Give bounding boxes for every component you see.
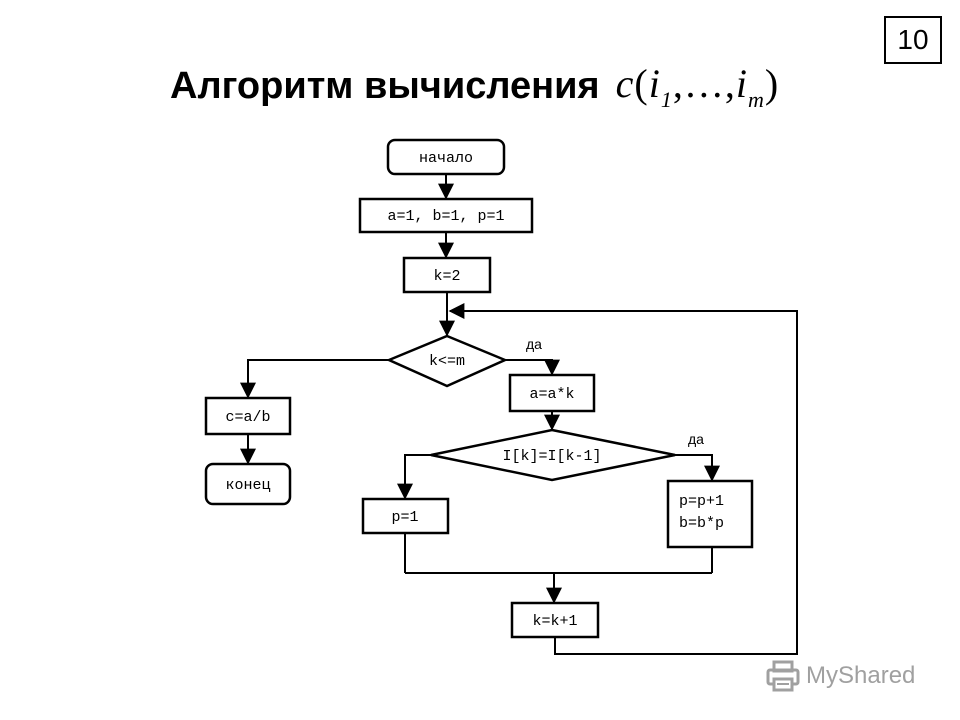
connector-compare-yes [675, 454, 720, 482]
formula-var2: i [735, 60, 748, 106]
k-init-block: k=2 [402, 256, 492, 294]
reset-p-label: p=1 [391, 509, 418, 526]
formula-var1: i [648, 60, 661, 106]
k-init-label: k=2 [433, 268, 460, 285]
init-block: a=1, b=1, p=1 [358, 197, 534, 234]
connector-loop-back [448, 303, 798, 655]
init-label: a=1, b=1, p=1 [387, 208, 504, 225]
result-label: c=a/b [225, 409, 270, 426]
mult-label: a=a*k [529, 386, 574, 403]
connector-loop-no [240, 359, 389, 399]
slide-title: Алгоритм вычисления c(i1,…,im) [170, 58, 779, 114]
result-block: c=a/b [204, 396, 292, 436]
update-p-label: p=p+1 [679, 493, 724, 510]
connector-loop-yes [505, 359, 560, 376]
update-b-label: b=b*p [679, 515, 724, 532]
loop-condition-label: k<=m [429, 353, 465, 370]
mult-block: a=a*k [508, 373, 596, 413]
connector-compare-no [397, 454, 431, 500]
watermark-text: MyShared [806, 662, 916, 689]
formula-sub2: m [747, 86, 765, 112]
formula-close: ) [764, 60, 780, 106]
title-formula: c(i1,…,im) [616, 60, 780, 113]
loop-condition-diamond: k<=m [385, 334, 509, 388]
reset-p-block: p=1 [361, 497, 450, 535]
end-label: конец [225, 477, 270, 494]
increment-label: k=k+1 [532, 613, 577, 630]
end-node: конец [204, 462, 292, 506]
start-label: начало [419, 150, 473, 167]
formula-open: ( [634, 60, 649, 106]
printer-icon [766, 660, 800, 692]
formula-sep: ,…, [672, 60, 736, 106]
increment-block: k=k+1 [510, 601, 600, 639]
compare-condition-label: I[k]=I[k-1] [502, 448, 601, 465]
compare-condition-diamond: I[k]=I[k-1] [430, 428, 676, 482]
title-text: Алгоритм вычисления [170, 64, 600, 107]
loop-yes-label: да [526, 336, 542, 352]
compare-yes-label: да [688, 431, 704, 447]
start-node: начало [386, 138, 506, 176]
update-block: p=p+1 b=b*p [666, 479, 754, 549]
slide-number: 10 [884, 16, 942, 64]
watermark: MyShared [766, 656, 915, 696]
formula-sub1: 1 [660, 86, 673, 112]
formula-fn: c [615, 60, 635, 106]
